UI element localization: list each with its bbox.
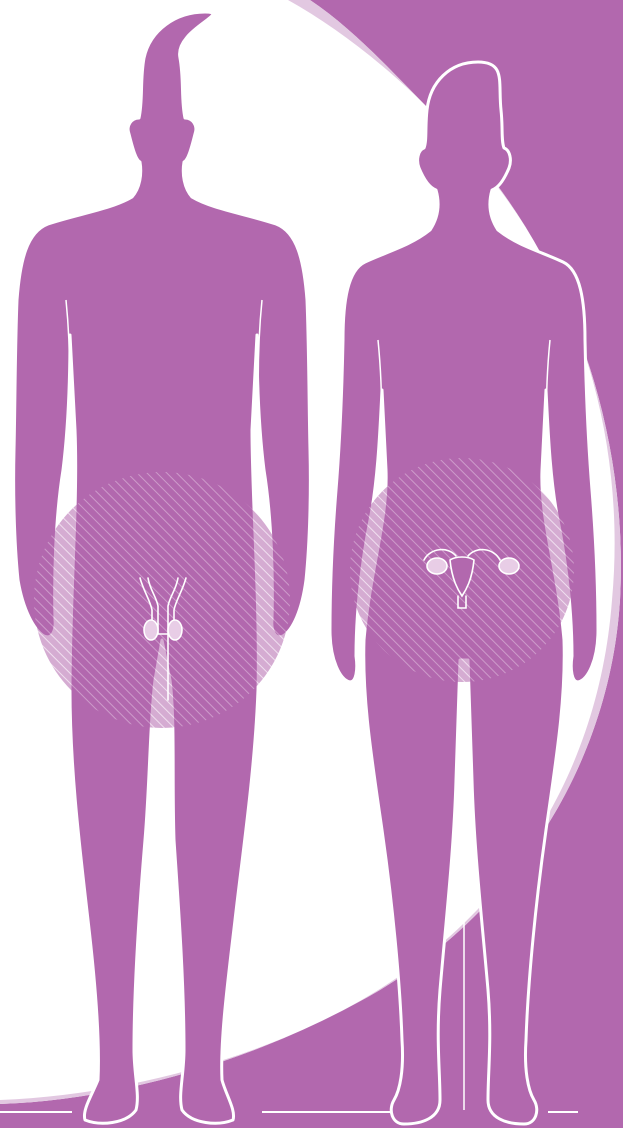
male-figure [14,12,311,1123]
male-pelvic-highlight [34,472,290,728]
